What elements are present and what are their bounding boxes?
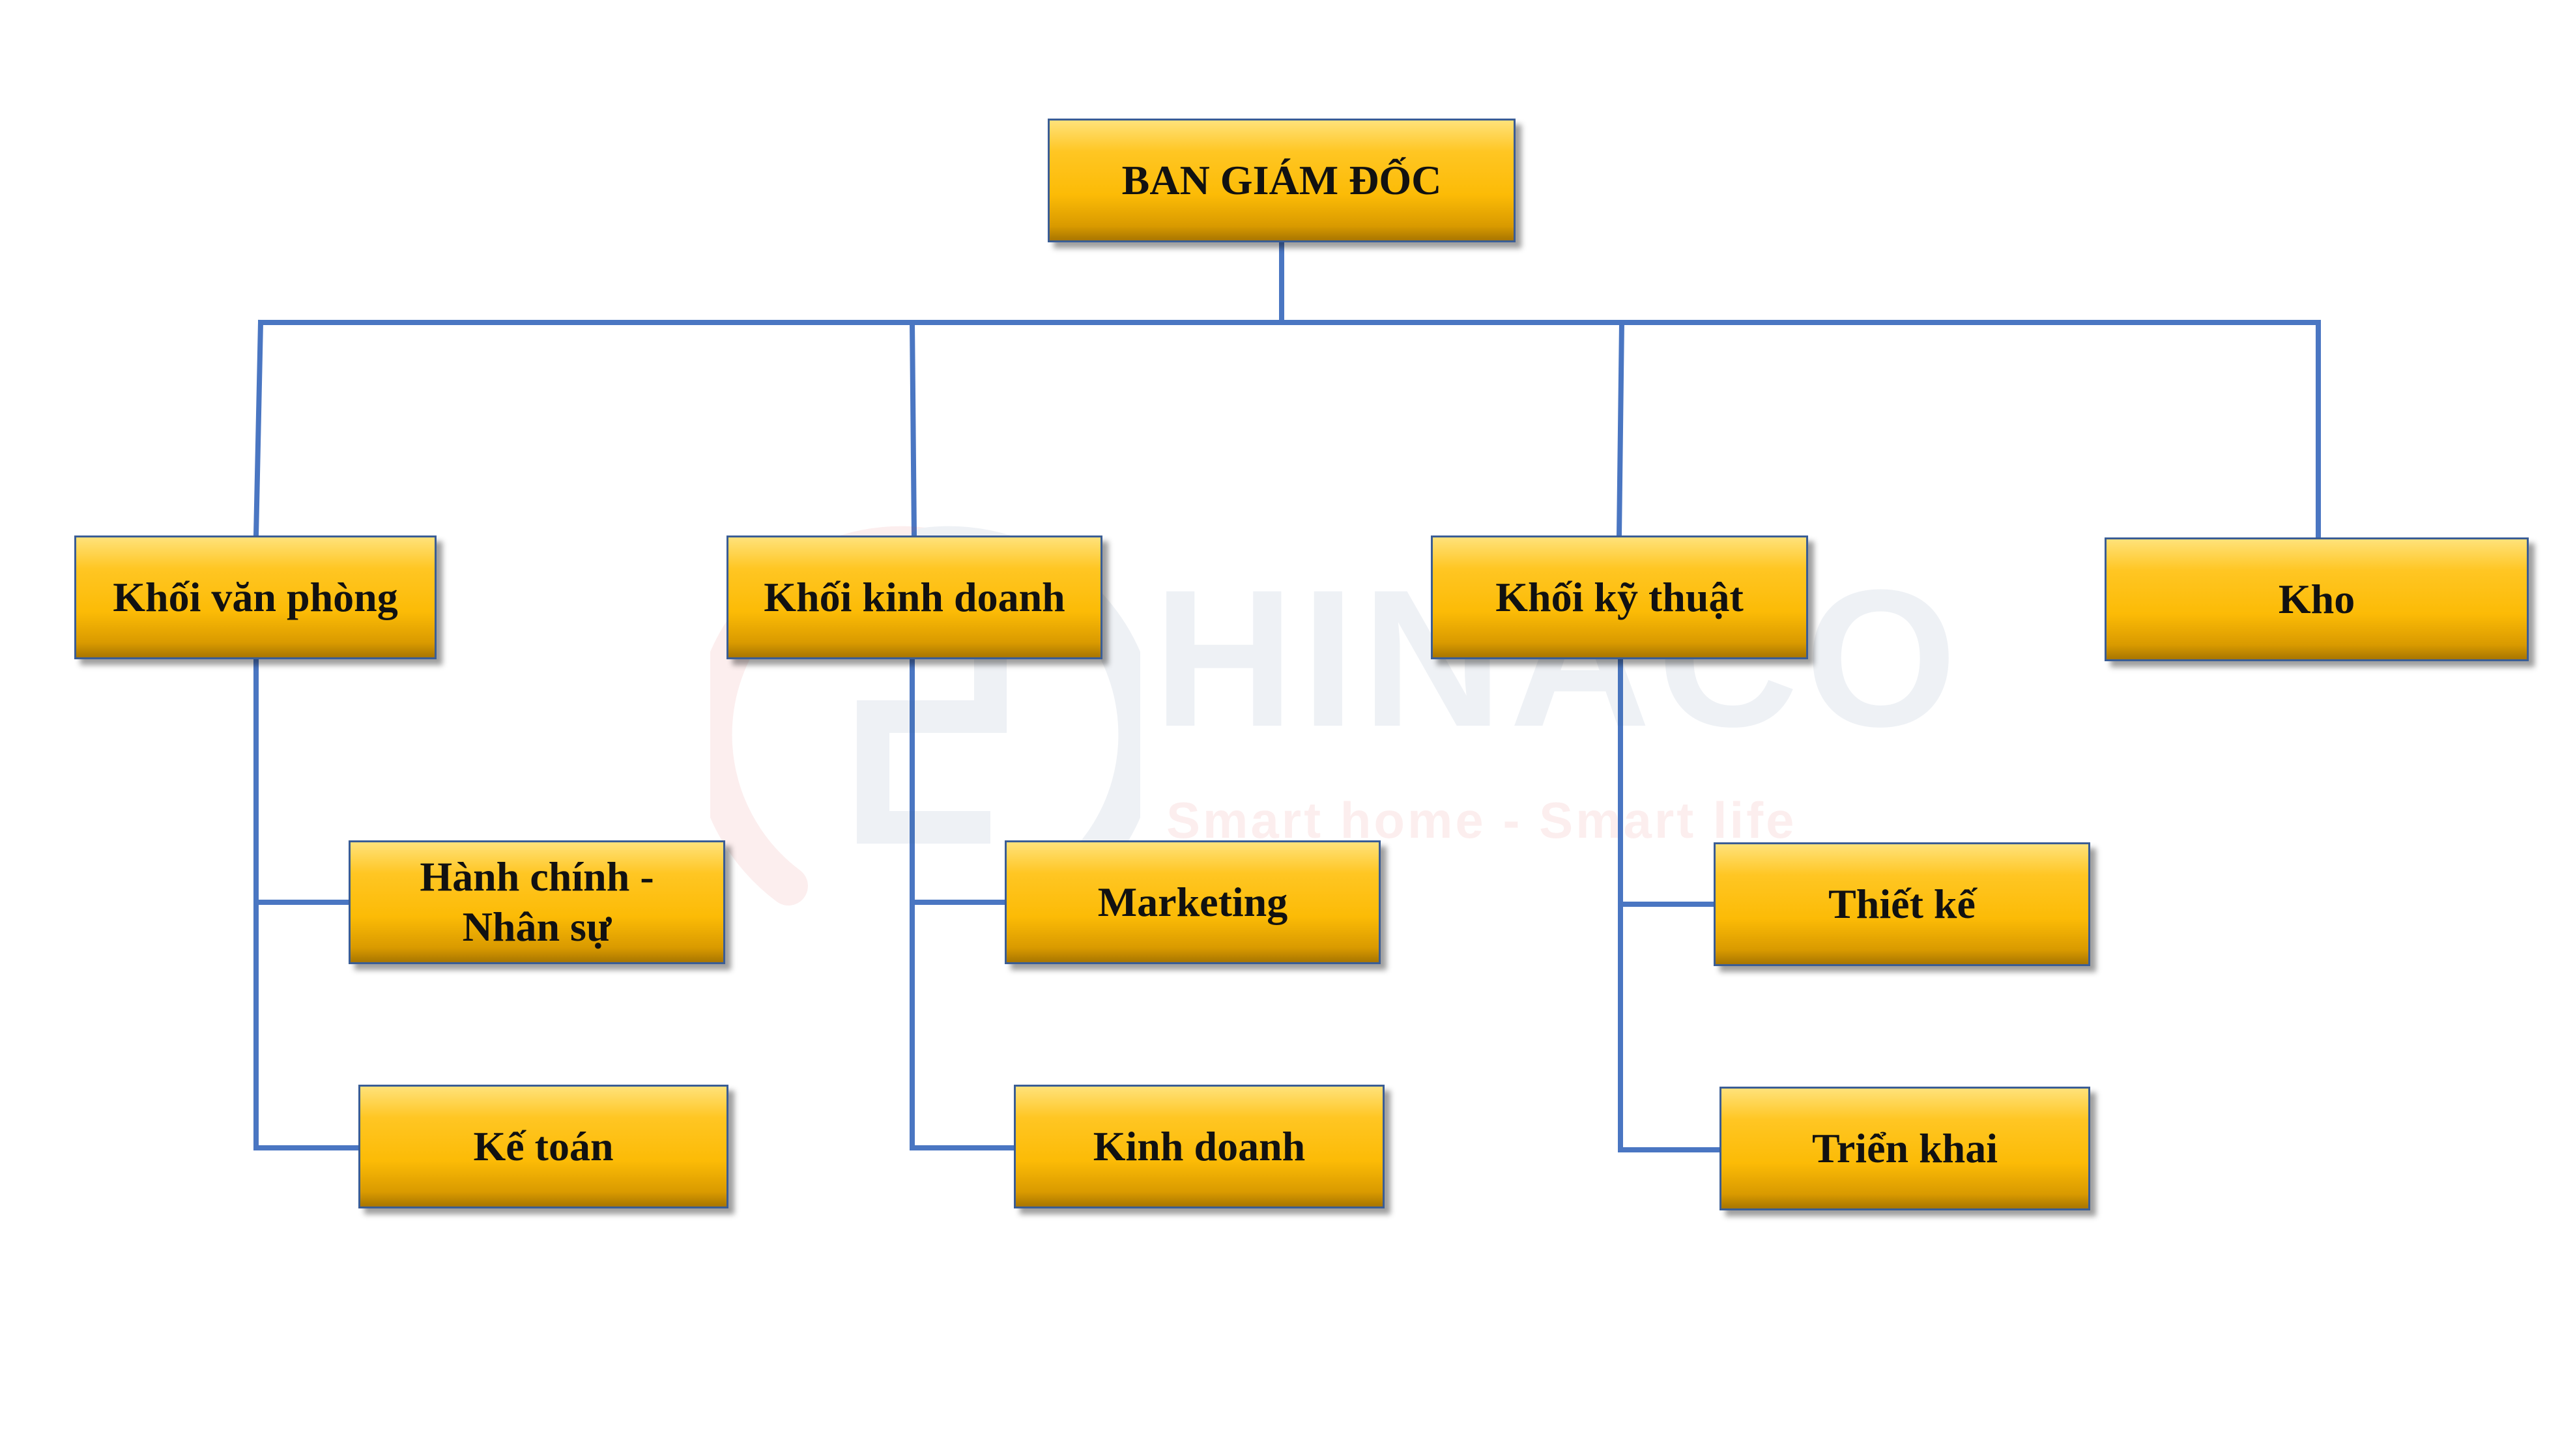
node-trien-khai: Triển khai: [1719, 1087, 2090, 1210]
node-label: Marketing: [1097, 878, 1288, 925]
node-hanh-chinh-nhan-su: Hành chính - Nhân sự: [349, 840, 725, 964]
node-khoi-van-phong: Khối văn phòng: [74, 535, 437, 659]
connector-drop-van-phong: [253, 319, 264, 539]
node-label-line-2: Nhân sự: [462, 904, 612, 950]
node-label: Triển khai: [1811, 1124, 1998, 1171]
node-khoi-kinh-doanh: Khối kinh doanh: [726, 535, 1102, 659]
node-label: Khối kinh doanh: [764, 573, 1065, 620]
connector-drop-kinh-doanh: [909, 319, 917, 539]
node-label: Kinh doanh: [1093, 1122, 1306, 1169]
node-label-line-1: Hành chính -: [420, 853, 654, 900]
node-label: Thiết kế: [1828, 880, 1976, 927]
node-kho: Kho: [2105, 537, 2529, 661]
node-label: Khối kỹ thuật: [1495, 573, 1744, 620]
node-label: Kế toán: [473, 1122, 614, 1169]
node-ban-giam-doc: BAN GIÁM ĐỐC: [1048, 119, 1516, 242]
node-thiet-ke: Thiết kế: [1714, 842, 2090, 966]
node-khoi-ky-thuat: Khối kỹ thuật: [1431, 535, 1808, 659]
node-label: Kho: [2278, 575, 2355, 622]
node-kinh-doanh: Kinh doanh: [1014, 1085, 1385, 1208]
node-label: BAN GIÁM ĐỐC: [1121, 156, 1442, 203]
connector-drop-ky-thuat: [1616, 319, 1625, 539]
node-marketing: Marketing: [1005, 840, 1381, 964]
node-label-multiline: Hành chính - Nhân sự: [420, 852, 654, 952]
node-label: Khối văn phòng: [113, 573, 398, 620]
node-ke-toan: Kế toán: [358, 1085, 728, 1208]
